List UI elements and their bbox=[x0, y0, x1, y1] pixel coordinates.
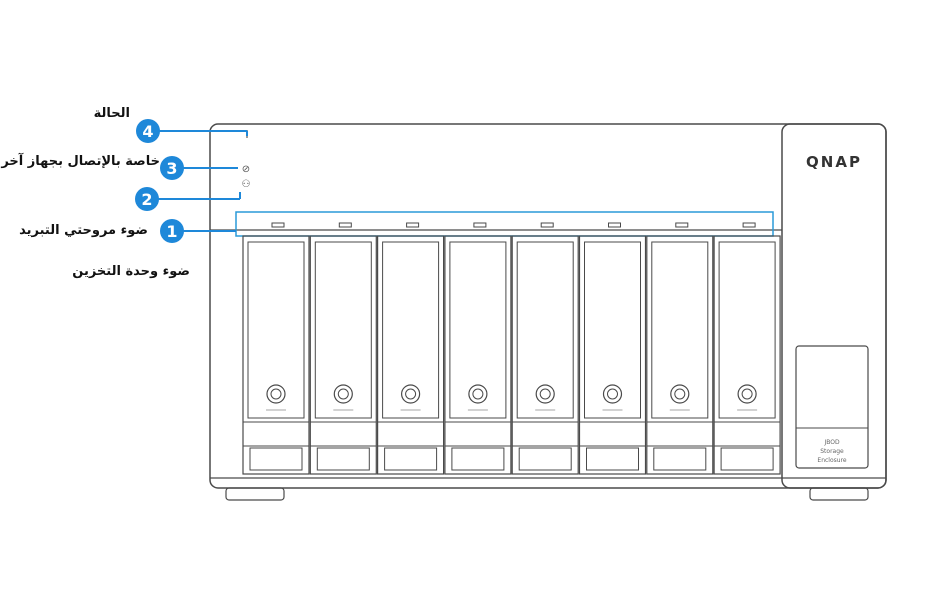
drive-bays bbox=[242, 222, 781, 475]
bay-tray bbox=[651, 241, 709, 419]
callout-number: 3 bbox=[166, 159, 177, 178]
drive-bay bbox=[444, 222, 512, 475]
bay-handle-slot bbox=[451, 447, 505, 471]
led-strip-highlight bbox=[235, 211, 774, 237]
bay-handle-slot bbox=[586, 447, 639, 471]
bay-led bbox=[271, 222, 285, 228]
bay-lock-outer bbox=[333, 384, 353, 404]
bay-frame bbox=[578, 235, 647, 475]
bay-lock-inner bbox=[270, 388, 282, 400]
bay-tray bbox=[584, 241, 641, 419]
jbod-panel-text-line: JBOD bbox=[823, 439, 840, 446]
network-icon: ⚇ bbox=[242, 179, 251, 190]
bay-lock-outer bbox=[535, 384, 555, 404]
bay-handle-slot bbox=[518, 447, 572, 471]
callout-marker: 2 bbox=[135, 187, 241, 211]
drive-bay bbox=[713, 222, 781, 475]
bay-tray bbox=[718, 241, 776, 419]
bay-tray bbox=[314, 241, 372, 419]
bay-led bbox=[406, 222, 420, 228]
usb-icon: ⊘ bbox=[242, 164, 250, 175]
bay-handle-slot bbox=[720, 447, 774, 471]
foot-right bbox=[809, 487, 869, 501]
bay-lock-inner bbox=[539, 388, 551, 400]
bay-lock-outer bbox=[401, 384, 421, 404]
bay-frame bbox=[242, 235, 310, 475]
bay-frame bbox=[646, 235, 714, 475]
bay-frame bbox=[713, 235, 781, 475]
bay-lock-inner bbox=[607, 388, 618, 400]
callout-circle bbox=[135, 187, 159, 211]
drive-bay bbox=[309, 222, 377, 475]
brand-logo: QNAP bbox=[806, 153, 862, 171]
bay-frame bbox=[309, 235, 377, 475]
jbod-panel-text-line: Storage bbox=[820, 448, 844, 455]
bay-led bbox=[608, 222, 621, 228]
callout-label-fan: ضوء مروحتي التبريد bbox=[19, 223, 148, 238]
drive-bay bbox=[646, 222, 714, 475]
bay-frame bbox=[444, 235, 512, 475]
bay-lock-outer bbox=[737, 384, 757, 404]
bay-lock-outer bbox=[266, 384, 286, 404]
callout-number: 2 bbox=[141, 190, 152, 209]
chassis-body bbox=[209, 123, 887, 489]
bay-lock-outer bbox=[468, 384, 488, 404]
callout-number: 4 bbox=[142, 122, 153, 141]
bay-lock-inner bbox=[337, 388, 349, 400]
bay-tray bbox=[449, 241, 507, 419]
callout-circle bbox=[160, 219, 184, 243]
jbod-panel bbox=[795, 345, 869, 469]
callout-circle bbox=[136, 119, 160, 143]
bay-led bbox=[675, 222, 689, 228]
callout-marker: 1 bbox=[160, 219, 236, 243]
bay-tray bbox=[516, 241, 574, 419]
bay-lock-inner bbox=[741, 388, 753, 400]
callout-marker: 4 bbox=[136, 119, 248, 143]
right-panel bbox=[781, 123, 887, 489]
bay-lock-inner bbox=[472, 388, 484, 400]
foot-left bbox=[225, 487, 285, 501]
bay-tray bbox=[382, 241, 440, 419]
bay-frame bbox=[377, 235, 445, 475]
bay-frame bbox=[511, 235, 579, 475]
bay-tray bbox=[247, 241, 305, 419]
bay-handle-slot bbox=[384, 447, 438, 471]
bay-lock-outer bbox=[670, 384, 690, 404]
bay-handle-slot bbox=[316, 447, 370, 471]
bay-lock-inner bbox=[405, 388, 417, 400]
storage-light-label: ضوء وحدة التخزين bbox=[72, 264, 190, 279]
drive-bay bbox=[511, 222, 579, 475]
callout-number: 1 bbox=[166, 222, 177, 241]
jbod-panel-text-line: Enclosure bbox=[817, 457, 846, 464]
drive-bay bbox=[377, 222, 445, 475]
bay-led bbox=[473, 222, 487, 228]
bay-led bbox=[742, 222, 756, 228]
bay-handle-slot bbox=[249, 447, 303, 471]
drive-bay bbox=[578, 222, 647, 475]
bay-led bbox=[540, 222, 554, 228]
bay-handle-slot bbox=[653, 447, 707, 471]
callout-label-connection: خاصة بالإتصال بجهاز آخر bbox=[1, 154, 160, 169]
bay-led bbox=[338, 222, 352, 228]
bay-lock-inner bbox=[674, 388, 686, 400]
callout-marker: 3 bbox=[160, 156, 238, 180]
callout-label-status: الحالة bbox=[93, 106, 130, 121]
drive-bay bbox=[242, 222, 310, 475]
bay-lock-outer bbox=[602, 384, 623, 404]
callout-circle bbox=[160, 156, 184, 180]
